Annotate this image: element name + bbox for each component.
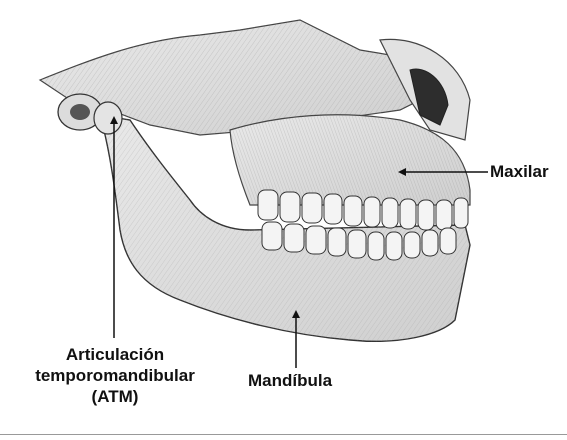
atm-label-line2: temporomandibular — [0, 365, 230, 386]
atm-label: Articulación temporomandibular (ATM) — [0, 344, 230, 407]
atm-label-line1: Articulación — [0, 344, 230, 365]
mandibula-label: Mandíbula — [248, 370, 332, 391]
maxilar-label: Maxilar — [490, 161, 549, 182]
atm-label-line3: (ATM) — [0, 386, 230, 407]
bottom-divider — [0, 434, 567, 435]
